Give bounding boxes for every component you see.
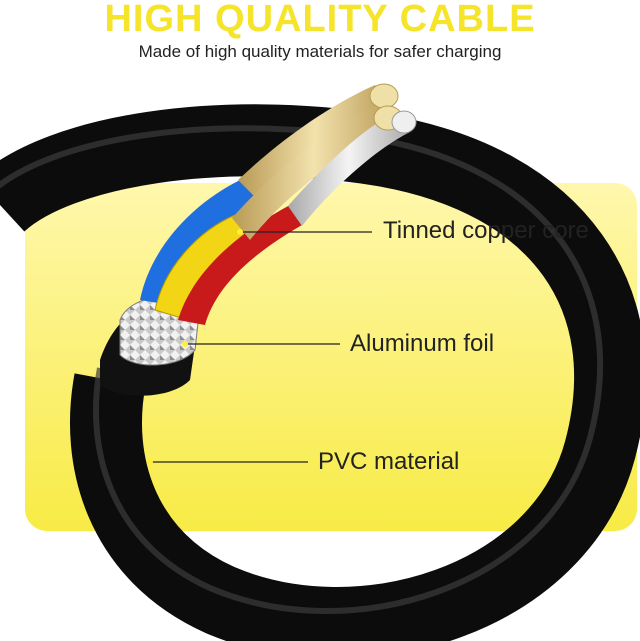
label-aluminum-foil: Aluminum foil <box>350 330 495 357</box>
copper-core-2 <box>232 105 396 240</box>
label-pvc-material: PVC material <box>318 448 460 475</box>
jacket-leader-dot <box>147 459 153 465</box>
tinned-core <box>288 112 410 226</box>
label-tinned-copper-core: Tinned copper core <box>383 217 589 244</box>
page-title: HIGH QUALITY CABLE <box>104 0 536 40</box>
cable-end <box>100 83 417 396</box>
page-subtitle: Made of high quality materials for safer… <box>138 42 502 61</box>
foil-leader-dot <box>182 341 188 347</box>
red-wire <box>178 205 302 325</box>
core-leader-dot <box>237 229 243 235</box>
